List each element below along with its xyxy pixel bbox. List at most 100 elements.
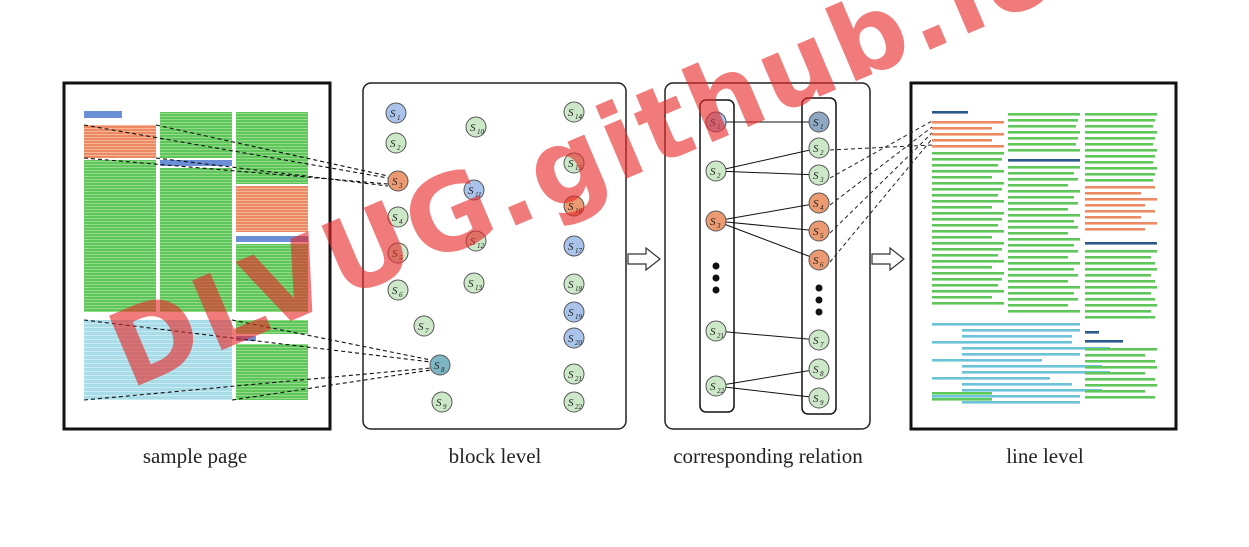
text-line [1008,178,1078,181]
line-node-relation-subscript: 2 [820,149,824,157]
mapping-line [83,319,432,363]
block-node-label: S [470,236,476,248]
block-node-subscript: 8 [441,366,445,374]
block-node-label: S [568,279,574,291]
text-line [1008,226,1078,229]
line-level-panel [909,81,1178,431]
vertical-ellipsis-right [815,284,823,316]
text-line [932,266,992,269]
text-line [1008,202,1078,205]
block-node-subscript: 14 [575,113,583,121]
text-line [1085,348,1157,351]
text-line [1008,238,1080,241]
text-line [1008,149,1080,152]
text-line [1085,216,1141,219]
text-line [1085,372,1145,375]
text-line [1085,331,1099,334]
text-line [1008,298,1078,301]
line-node-relation-subscript: 4 [820,204,824,212]
text-line [1085,149,1157,152]
relation-edges [715,121,820,399]
text-line [1008,208,1068,211]
text-line [1085,256,1151,259]
line-node-relation-label: S [813,255,819,267]
text-line [932,290,1004,293]
mapping-line [231,369,432,401]
block-node-label: S [568,158,574,170]
text-line [1008,220,1074,223]
mapping-line [83,124,389,179]
text-line [1085,360,1155,363]
text-line [1085,137,1155,140]
line-node-relation-label: S [813,170,819,182]
line-mapping-line [829,144,933,151]
line-level-content [932,111,1157,404]
relation-edge [715,147,820,172]
text-line [962,353,1080,356]
block-node-subscript: 19 [575,313,583,321]
text-line [962,335,1072,338]
line-node-relation-subscript: 1 [820,123,824,131]
text-line [1085,396,1155,399]
text-line [1085,113,1157,116]
block-node-label: S [390,138,396,150]
title-block [160,160,232,166]
line-node-relation-subscript: 8 [820,370,824,378]
text-block [236,320,308,334]
mapping-line [83,157,389,185]
text-line [1008,268,1074,271]
line-node-relation-subscript: 3 [819,176,824,184]
text-line [1085,161,1153,164]
text-line [932,111,968,114]
text-line [1008,214,1080,217]
block-node-label: S [392,212,398,224]
text-line [1085,179,1153,182]
line-node-relation-subscript: 5 [820,232,824,240]
block-node-subscript: 10 [477,128,485,136]
mapping-line [83,367,432,401]
text-line [932,377,1050,380]
text-line [1008,262,1080,265]
block-node-label: S [392,248,398,260]
text-line [932,212,1004,215]
table-block [84,320,232,400]
text-line [932,254,998,257]
block-node-subscript: 13 [475,284,483,292]
text-line [1085,210,1155,213]
line-node-relation-subscript: 7 [820,341,824,349]
text-line [1085,167,1157,170]
text-line [932,139,992,142]
text-line [1085,186,1155,189]
text-line [932,176,992,179]
text-line [1008,125,1076,128]
relation-edge [715,220,820,232]
text-line [932,127,992,130]
block-level-frame [362,82,627,430]
caption-sample-page: sample page [142,444,248,468]
text-line [932,164,998,167]
block-node-relation-label: S [710,216,716,228]
block-node-subscript: 16 [575,207,583,215]
text-line [932,395,1080,398]
caption-line-level: line level [1006,444,1084,468]
block-node-subscript: 1 [397,114,401,122]
text-line [1008,184,1068,187]
text-line [1008,244,1074,247]
block-node-relation-label: S [710,117,716,129]
text-line [1008,274,1078,277]
text-line [932,145,1004,148]
text-line [932,206,992,209]
